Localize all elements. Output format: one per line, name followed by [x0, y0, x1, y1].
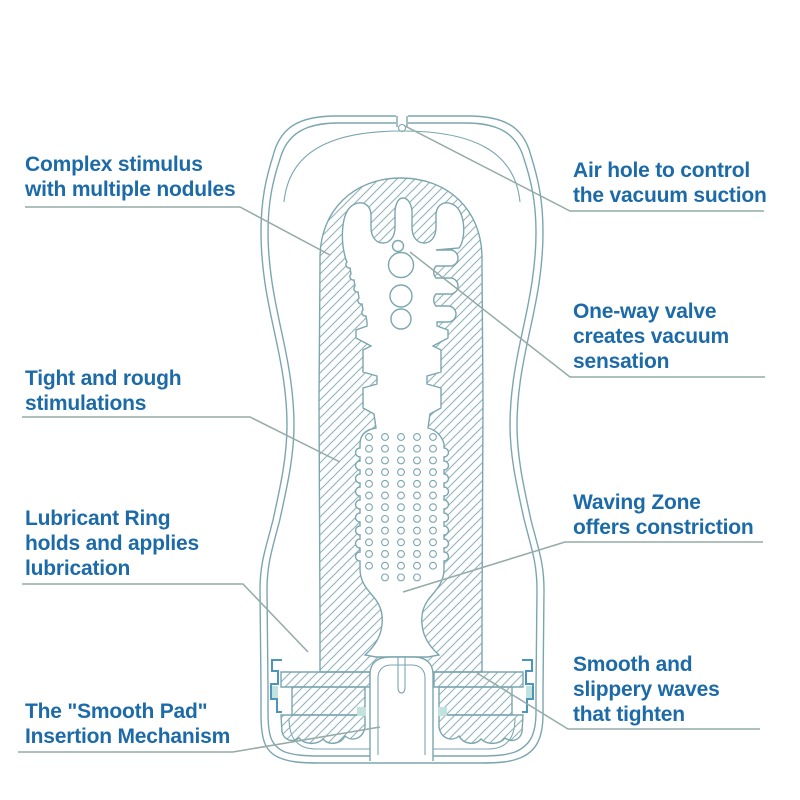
label-line: holds and applies: [25, 532, 199, 555]
label-line: with multiple nodules: [25, 178, 236, 201]
label-line: slippery waves: [573, 678, 720, 701]
leader-tight-rough: [22, 416, 341, 463]
label-waving-zone: Waving Zone offers constriction: [573, 490, 754, 540]
label-line: that tighten: [573, 703, 685, 726]
label-line: Tight and rough: [25, 367, 182, 390]
label-line: Complex stimulus: [25, 153, 203, 176]
valve-holes: [387, 239, 415, 330]
leader-smooth-pad: [18, 726, 381, 753]
leader-one-way-valve: [409, 251, 765, 378]
leader-smooth-slippery: [476, 672, 760, 730]
label-lubricant-ring: Lubricant Ring holds and applies lubrica…: [25, 506, 199, 581]
label-smooth-pad: The "Smooth Pad" Insertion Mechanism: [25, 699, 230, 749]
inner-sleeve: [318, 177, 484, 673]
air-hole: [396, 112, 408, 133]
retainer-bracket-left: [270, 659, 282, 713]
pad-slot: [397, 657, 406, 694]
label-line: One-way valve: [573, 300, 717, 323]
clamp-left: [280, 714, 366, 745]
leader-lubricant-ring: [22, 583, 309, 653]
leader-lines: [18, 125, 765, 753]
label-line: The "Smooth Pad": [25, 700, 208, 723]
label-line: stimulations: [25, 392, 147, 415]
base-mechanism: [270, 656, 534, 761]
label-line: the vacuum suction: [573, 184, 767, 207]
label-line: sensation: [573, 350, 670, 373]
label-line: Lubricant Ring: [25, 507, 171, 530]
label-air-hole: Air hole to control the vacuum suction: [573, 158, 767, 208]
leader-complex-stimulus: [25, 206, 331, 256]
leader-waving-zone: [402, 541, 763, 593]
label-line: Air hole to control: [573, 159, 751, 182]
pad-block-left: [291, 686, 366, 716]
label-line: creates vacuum: [573, 325, 729, 348]
label-line: Waving Zone: [573, 491, 701, 514]
retainer-bracket-right: [522, 659, 534, 713]
label-smooth-slippery: Smooth and slippery waves that tighten: [573, 652, 720, 727]
label-line: Insertion Mechanism: [25, 725, 231, 748]
flange-right: [433, 671, 524, 688]
dotted-zone: [365, 433, 437, 582]
label-one-way-valve: One-way valve creates vacuum sensation: [573, 299, 729, 374]
label-line: Smooth and: [573, 653, 693, 676]
smooth-pad-core: [369, 656, 434, 761]
leader-air-hole: [404, 125, 764, 212]
label-complex-stimulus: Complex stimulus with multiple nodules: [25, 152, 236, 202]
label-line: offers constriction: [573, 516, 754, 539]
label-line: lubrication: [25, 557, 131, 580]
label-tight-rough: Tight and rough stimulations: [25, 366, 182, 416]
flange-left: [280, 671, 371, 688]
clamp-right: [438, 714, 524, 745]
pad-block-right: [438, 686, 513, 716]
